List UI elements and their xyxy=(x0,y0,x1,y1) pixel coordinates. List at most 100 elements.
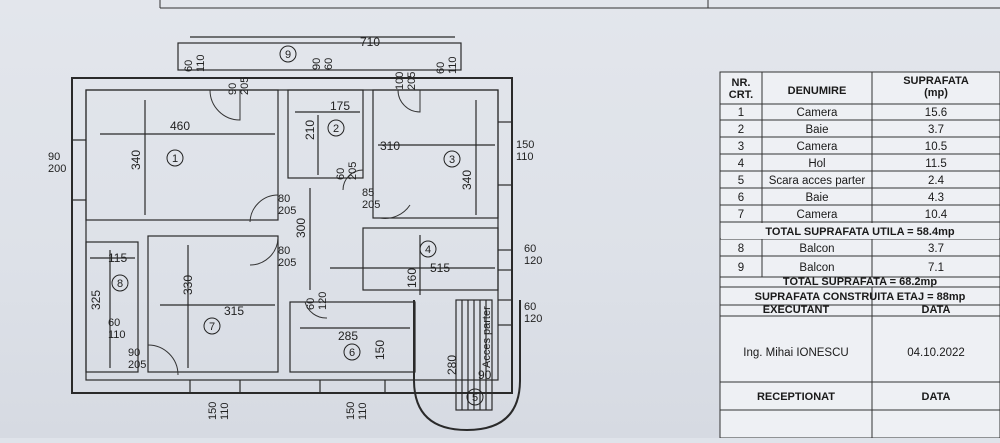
total-useful-area: TOTAL SUPRAFATA UTILA = 58.4mp xyxy=(765,226,954,238)
plan-doors xyxy=(147,89,421,376)
opening-bottom1-label: 150110 xyxy=(207,402,231,420)
room-2-number: 2 xyxy=(333,123,339,135)
receptionat-label: RECEPTIONAT xyxy=(757,391,835,403)
room-3-number: 3 xyxy=(449,154,455,166)
room-1-marker xyxy=(166,149,184,167)
table-row-7-name: Camera xyxy=(797,209,839,221)
table-row-5-area: 2.4 xyxy=(928,175,945,187)
opening-top5-label: 60110 xyxy=(435,56,459,74)
room-9-marker xyxy=(279,45,297,63)
room7-height-dim: 330 xyxy=(181,275,195,295)
dimension-lines xyxy=(90,36,495,368)
area-table-text: NR.CRT. DENUMIRE SUPRAFATA(mp) 1 Camera … xyxy=(729,75,969,403)
table-row-8-name: Balcon xyxy=(799,243,834,255)
room-8-number: 8 xyxy=(117,278,123,290)
col-area-header: SUPRAFATA(mp) xyxy=(903,75,969,99)
room3-height-dim: 340 xyxy=(460,170,474,190)
room-4-marker xyxy=(419,240,437,258)
table-row-8-nr: 8 xyxy=(738,243,744,255)
table-row-3-area: 10.5 xyxy=(925,141,947,153)
opening-top1-label: 60110 xyxy=(183,54,207,72)
table-row-4-area: 11.5 xyxy=(925,158,947,170)
table-row-2-area: 3.7 xyxy=(928,124,944,136)
table-row-9-nr: 9 xyxy=(738,262,744,274)
stair-width-dim: 90 xyxy=(478,368,492,382)
room3-width-dim: 310 xyxy=(380,139,400,153)
room6-height-dim: 150 xyxy=(373,340,387,360)
stair-label: Acces parter xyxy=(481,306,493,368)
executant-label: EXECUTANT xyxy=(763,304,830,316)
table-row-3-name: Camera xyxy=(797,141,839,153)
room8-width-dim: 115 xyxy=(108,251,127,265)
room-7-number: 7 xyxy=(209,321,215,333)
room-2-marker xyxy=(327,119,345,137)
table-row-2-nr: 2 xyxy=(738,124,744,136)
table-row-4-name: Hol xyxy=(808,158,825,170)
room-number-labels: 1 2 3 4 5 6 7 8 9 xyxy=(117,49,478,404)
hall-height-dim: 300 xyxy=(294,218,308,238)
room-dimension-labels: 710 460 340 175 210 310 340 515 160 300 … xyxy=(89,35,493,382)
overall-width-dim: 710 xyxy=(360,35,380,49)
room8-height-dim: 325 xyxy=(89,290,103,310)
room-3-marker xyxy=(443,150,461,168)
room4-width-dim: 515 xyxy=(430,261,450,275)
table-row-1-nr: 1 xyxy=(738,107,744,119)
room-number-circles xyxy=(111,45,484,406)
door-bath2-label: 60205 xyxy=(335,162,359,180)
executant-date: 04.10.2022 xyxy=(907,347,965,359)
room6-width-dim: 285 xyxy=(338,329,358,343)
room2-width-dim: 175 xyxy=(330,99,350,113)
table-row-1-area: 15.6 xyxy=(925,107,947,119)
table-row-2-name: Baie xyxy=(805,124,828,136)
table-row-3-nr: 3 xyxy=(738,141,744,153)
table-row-5-nr: 5 xyxy=(738,175,744,187)
col-nr-header: NR.CRT. xyxy=(729,77,753,101)
opening-top3-label: 9060 xyxy=(311,58,335,70)
room-6-marker xyxy=(343,343,361,361)
table-row-1-name: Camera xyxy=(797,107,839,119)
room-1-number: 1 xyxy=(172,153,178,165)
room-5-marker xyxy=(466,388,484,406)
room1-width-dim: 460 xyxy=(170,119,190,133)
executant-name: Ing. Mihai IONESCU xyxy=(743,347,848,359)
built-area: SUPRAFATA CONSTRUITA ETAJ = 88mp xyxy=(755,291,966,303)
room1-height-dim: 340 xyxy=(129,150,143,170)
room-4-number: 4 xyxy=(425,244,431,256)
opening-top2-label: 90205 xyxy=(227,77,251,95)
table-row-9-name: Balcon xyxy=(799,262,834,274)
opening-bottom2-label: 150110 xyxy=(345,402,369,420)
room-8-marker xyxy=(111,274,129,292)
col-name-header: DENUMIRE xyxy=(788,85,847,97)
table-row-5-name: Scara acces parter xyxy=(769,175,866,187)
table-row-7-nr: 7 xyxy=(738,209,744,221)
table-row-9-area: 7.1 xyxy=(928,262,944,274)
stair-height-dim: 280 xyxy=(445,355,459,375)
table-row-6-nr: 6 xyxy=(738,192,744,204)
room2-height-dim: 210 xyxy=(303,120,317,140)
receptionat-date-label: DATA xyxy=(922,391,951,403)
room-9-number: 9 xyxy=(285,49,291,61)
table-row-4-nr: 4 xyxy=(738,158,745,170)
table-row-7-area: 10.4 xyxy=(925,209,948,221)
room4-height-dim: 160 xyxy=(405,268,419,288)
room7-width-dim: 315 xyxy=(224,304,244,318)
opening-top4-label: 100205 xyxy=(394,72,418,90)
room-6-number: 6 xyxy=(349,347,355,359)
door-bath6-label: 60120 xyxy=(305,292,329,310)
table-row-6-area: 4.3 xyxy=(928,192,944,204)
room-5-number: 5 xyxy=(472,392,478,404)
table-row-8-area: 3.7 xyxy=(928,243,944,255)
table-row-6-name: Baie xyxy=(805,192,828,204)
plan-walls xyxy=(71,42,521,432)
